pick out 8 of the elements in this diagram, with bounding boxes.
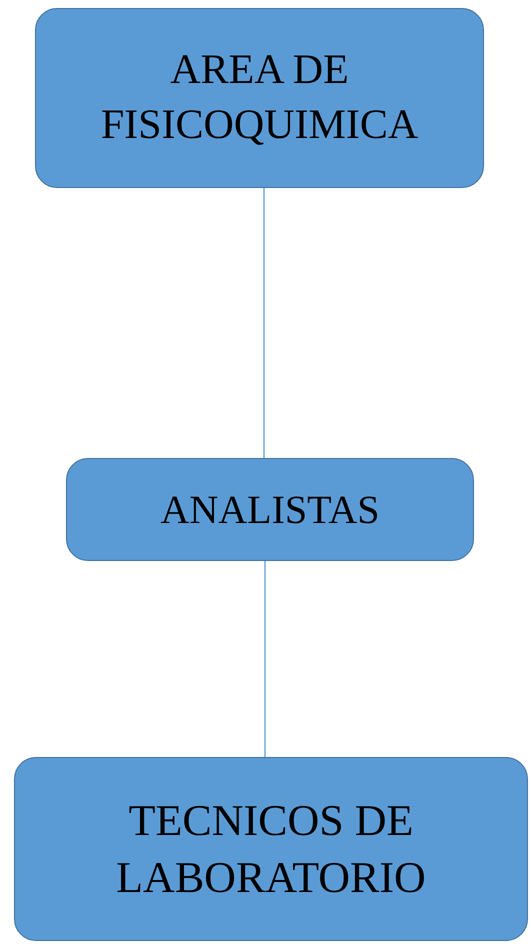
org-box [35, 8, 484, 188]
org-box [14, 757, 528, 941]
connector-line [263, 188, 265, 458]
box-label: AREA DE FISICOQUIMICA [100, 46, 420, 150]
org-box [66, 458, 474, 561]
connector-line [264, 561, 266, 757]
box-label: TECNICOS DE LABORATORIO [115, 794, 427, 904]
box-label: ANALISTAS [160, 486, 380, 534]
